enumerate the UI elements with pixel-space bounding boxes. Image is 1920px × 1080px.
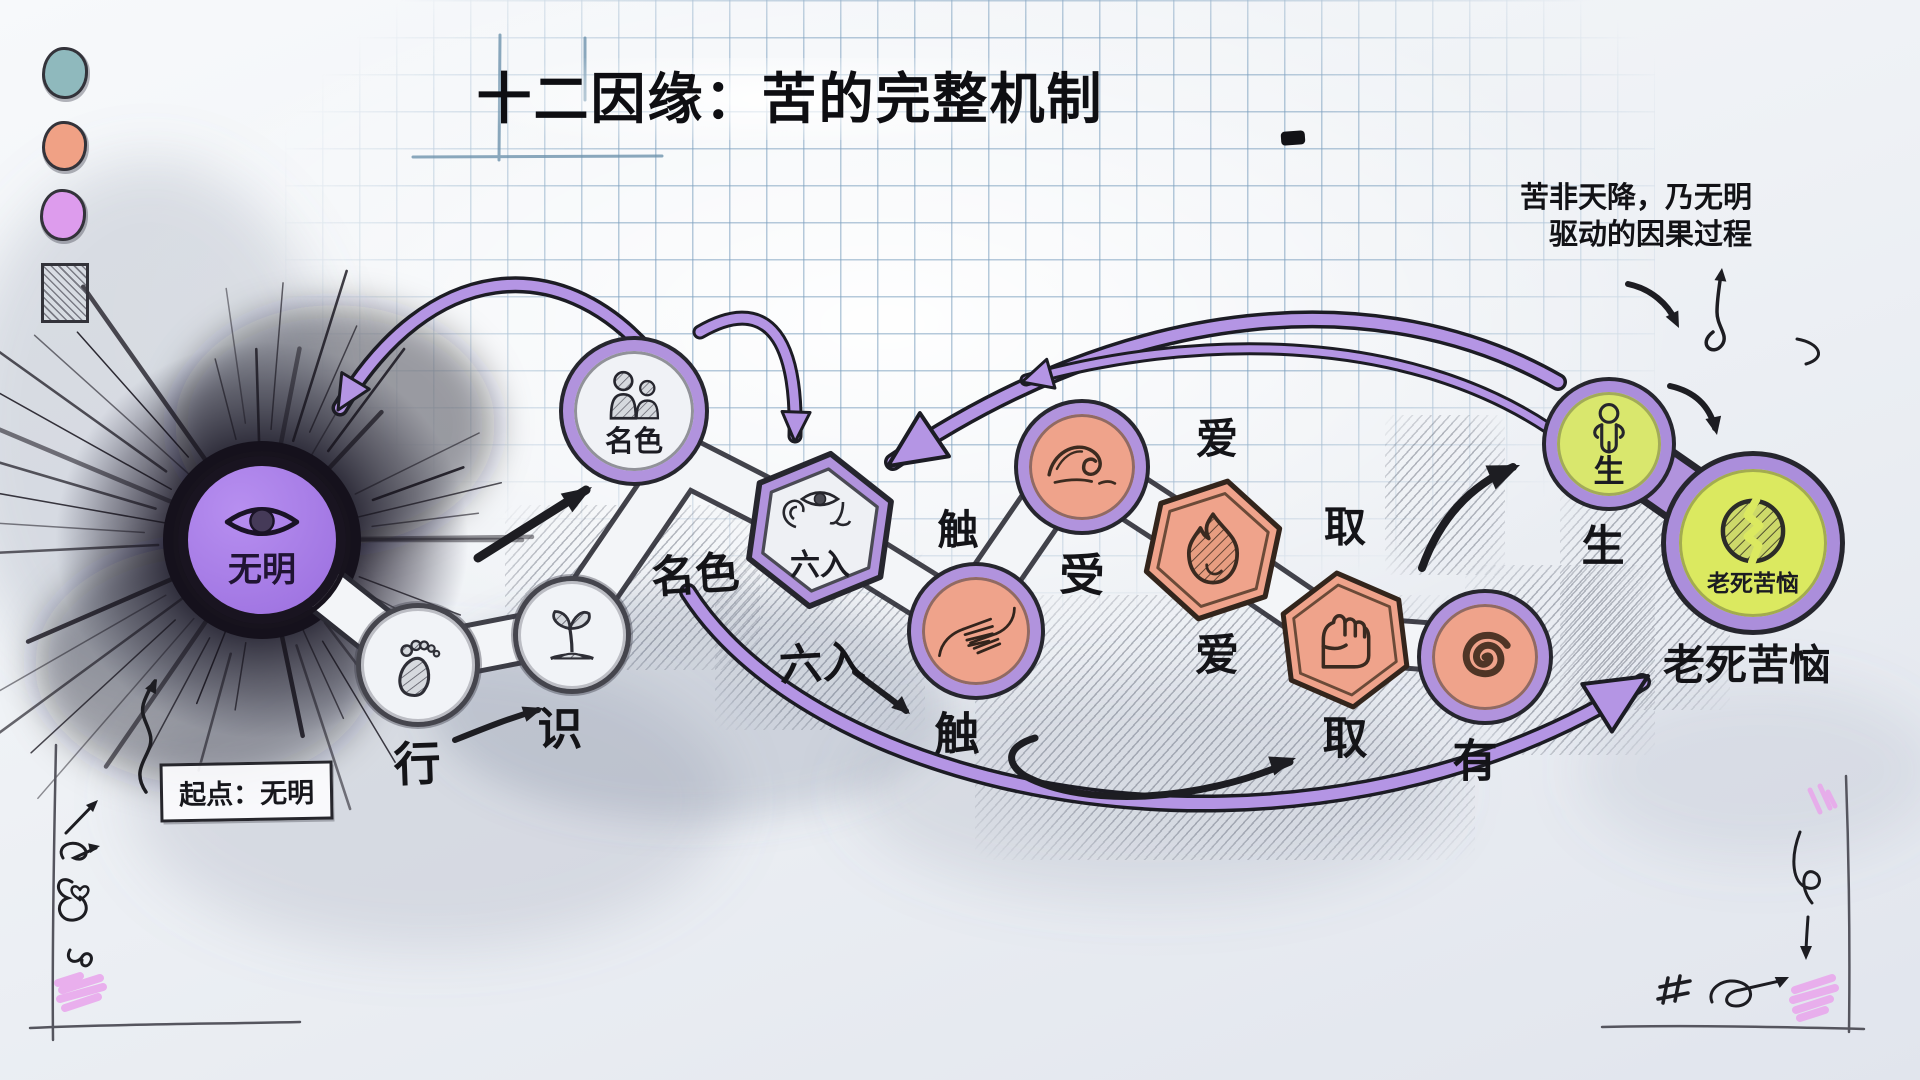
- label-mingse: 名色: [649, 547, 741, 603]
- hatch-swatch: [41, 263, 89, 323]
- teal-swatch: [42, 47, 88, 99]
- node-xing: [356, 603, 480, 727]
- corner-doodles: [28, 743, 1866, 1042]
- label-chu: 触: [934, 708, 980, 760]
- hatch-shading: [1385, 415, 1505, 575]
- annotation-note: 苦非天降，乃无明 驱动的因果过程: [1520, 180, 1752, 254]
- label-shou: 受: [1058, 548, 1106, 602]
- broken-circle-icon: [1720, 495, 1786, 566]
- eye-icon: [224, 507, 300, 536]
- baby-icon: [1593, 402, 1625, 453]
- purple-arrows: [331, 276, 1651, 813]
- spiral-icon: [1462, 631, 1511, 678]
- node-mingse: 名色: [563, 340, 705, 482]
- wave-icon: [1047, 445, 1117, 485]
- node-qu: [1274, 569, 1416, 711]
- violet-swatch: [40, 189, 86, 241]
- annotation-line2: 驱动的因果过程: [1548, 219, 1752, 251]
- label-qu-upper: 取: [1323, 503, 1367, 551]
- page-title: 十二因缘：苦的完整机制: [470, 58, 1110, 140]
- label-ai-upper: 爱: [1195, 415, 1239, 463]
- fist-icon: [1321, 614, 1371, 669]
- label-liuru: 六入: [778, 637, 867, 691]
- flame-icon: [1186, 512, 1240, 585]
- label-xing: 行: [392, 736, 442, 792]
- node-liuru-label: 六入: [790, 548, 850, 582]
- node-sheng-label: 生: [1593, 453, 1625, 489]
- ink-mark: [1280, 130, 1306, 146]
- label-laosi: 老死苦恼: [1662, 641, 1832, 689]
- doodle-marks: [57, 800, 1821, 1008]
- node-sheng: 生: [1546, 381, 1672, 507]
- label-sheng: 生: [1581, 523, 1625, 571]
- node-mingse-label: 名色: [604, 425, 663, 458]
- footprint-icon: [398, 639, 441, 698]
- black-arrows: [452, 281, 1722, 800]
- squiggle-arrows: [138, 268, 1820, 794]
- hexagon-shape: [1280, 570, 1410, 710]
- pink-scribbles: [54, 783, 1839, 1022]
- label-qu: 取: [1322, 712, 1368, 764]
- label-ai: 爱: [1195, 631, 1239, 680]
- annotation-line1: 苦非天降，乃无明: [1519, 182, 1752, 214]
- node-wuming: 无明: [178, 456, 346, 624]
- people-icon: [609, 370, 660, 420]
- sprout-icon: [550, 610, 594, 660]
- senses-icon: [782, 490, 852, 528]
- node-shou: [1018, 403, 1146, 531]
- hexagon-shape: [746, 450, 894, 610]
- node-you: [1421, 593, 1549, 721]
- label-shi: 识: [537, 703, 583, 755]
- label-chu-upper: 触: [937, 507, 979, 553]
- node-ai: [1139, 476, 1287, 624]
- start-note-box: 起点：无明: [159, 760, 334, 823]
- hands-icon: [938, 606, 1016, 658]
- node-shi: [513, 576, 631, 694]
- node-liuru: 六入: [739, 449, 901, 611]
- node-laosi-label: 老死苦恼: [1707, 569, 1799, 596]
- node-chu: [911, 566, 1041, 696]
- label-you: 有: [1452, 735, 1498, 787]
- node-wuming-label: 无明: [228, 551, 296, 589]
- salmon-swatch: [42, 121, 87, 171]
- node-laosi: 老死苦恼: [1666, 456, 1840, 630]
